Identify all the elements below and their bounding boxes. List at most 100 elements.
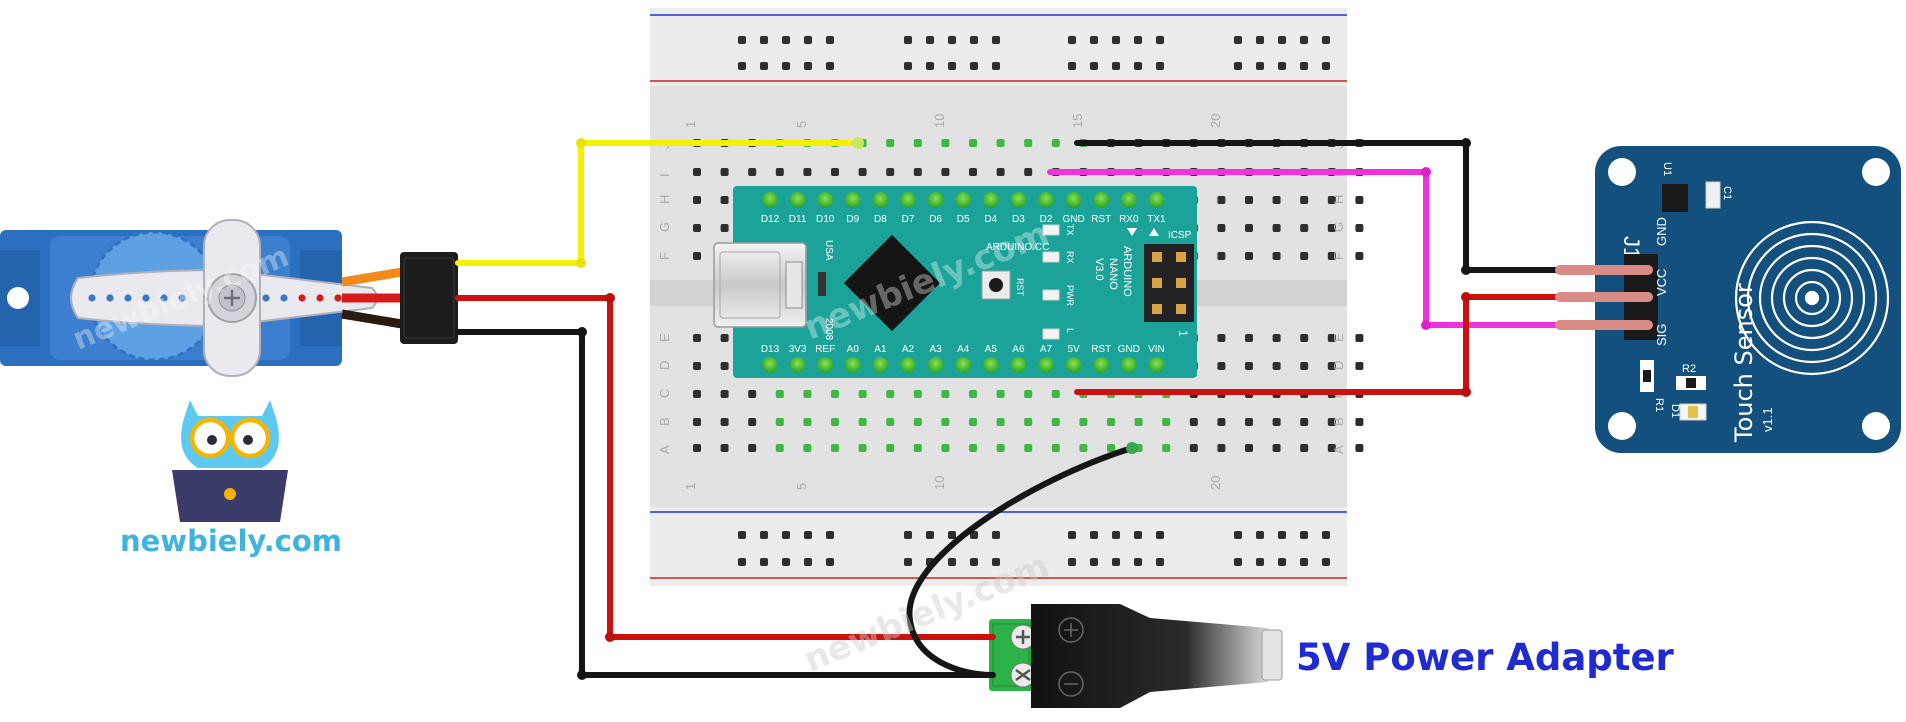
nano-board [733, 186, 1197, 378]
nano-rst-label: RST [1015, 278, 1025, 297]
nano-pin-label: D13 [761, 344, 780, 355]
owl-logo [172, 400, 288, 522]
horn-hole [298, 294, 306, 302]
breadboard-hole-used [1162, 444, 1171, 452]
led-tx-label: TX [1065, 224, 1075, 236]
breadboard-hole [1322, 531, 1330, 539]
nano-header-pins [762, 192, 1165, 373]
breadboard-hole-used [1024, 444, 1033, 452]
nano-pin [1120, 357, 1137, 373]
breadboard-hole [1355, 252, 1364, 260]
breadboard-hole [1327, 334, 1336, 342]
breadboard-hole-used [1024, 418, 1033, 426]
breadboard-hole [926, 36, 934, 44]
icsp-pin1-label: 1 [1176, 330, 1190, 337]
breadboard-hole [1256, 36, 1264, 44]
breadboard-hole [904, 62, 912, 70]
col-number: 5 [794, 121, 809, 128]
breadboard-hole [782, 62, 790, 70]
nano-year-label: 2008 [823, 318, 834, 341]
nano-pin [789, 357, 806, 373]
breadboard-hole-used [969, 444, 977, 452]
pin-label-gnd: GND [1654, 217, 1669, 246]
breadboard-hole-used [996, 418, 1005, 426]
nano-pin-label: D8 [874, 214, 887, 225]
breadboard-hole [693, 390, 701, 398]
breadboard-hole [760, 558, 768, 566]
breadboard-hole [1327, 224, 1336, 232]
nano-pin [762, 192, 778, 208]
touch-pad[interactable] [1734, 220, 1890, 376]
breadboard-hole-used [1051, 390, 1060, 398]
breadboard-hole [1090, 531, 1098, 539]
breadboard-hole [1300, 531, 1308, 539]
wire-servo-power [455, 295, 996, 640]
breadboard-hole [1272, 362, 1281, 370]
nano-pin-label: TX1 [1147, 214, 1166, 225]
breadboard-hole [693, 444, 701, 452]
horn-hole [178, 294, 186, 302]
breadboard-hole [1234, 558, 1242, 566]
breadboard-hole-used [1051, 444, 1060, 452]
nano-usa-label: USA [823, 240, 834, 261]
breadboard-hole [804, 531, 812, 539]
breadboard-hole-used [1024, 390, 1033, 398]
part-label: R1 [1653, 398, 1665, 412]
breadboard-hole [970, 62, 978, 70]
breadboard-hole [1272, 252, 1281, 260]
breadboard-hole [1327, 418, 1336, 426]
brand-text[interactable]: newbiely.com [119, 524, 342, 558]
nano-pin [1065, 192, 1082, 208]
breadboard-hole [1355, 418, 1364, 426]
servo-lead-brown [341, 309, 403, 329]
nano-pin [900, 357, 916, 373]
col-number: 20 [1208, 114, 1223, 128]
led-pwr-label: PWR [1065, 285, 1075, 306]
nano-brand-label: ARDUINO.CC [986, 242, 1049, 253]
breadboard-hole [693, 418, 701, 426]
breadboard-hole-used [775, 390, 784, 398]
nano-pin-label: A5 [985, 344, 998, 355]
nano-pin [817, 357, 834, 373]
breadboard-hole [760, 62, 768, 70]
breadboard-hole-used [996, 444, 1005, 452]
breadboard-hole-used [803, 418, 812, 426]
row-letter: H [1331, 195, 1346, 204]
breadboard-hole [1217, 418, 1226, 426]
breadboard-hole [1245, 224, 1253, 232]
breadboard-hole [720, 362, 729, 370]
nano-pin-label: A2 [902, 344, 915, 355]
reset-button-cap[interactable] [989, 278, 1003, 292]
breadboard-hole [1156, 62, 1164, 70]
breadboard-hole [1272, 334, 1281, 342]
capacitor-c1 [1705, 181, 1721, 209]
breadboard-hole [693, 334, 701, 342]
breadboard-hole [1156, 36, 1164, 44]
breadboard-hole-used [1134, 418, 1143, 426]
wire-sensor-ground [1074, 140, 1563, 273]
breadboard-hole-used [913, 139, 922, 147]
breadboard-hole [1355, 334, 1364, 342]
nano-pin [1010, 192, 1027, 208]
breadboard-hole [948, 558, 956, 566]
breadboard-hole [1327, 252, 1336, 260]
breadboard-hole-used [941, 444, 950, 452]
breadboard-hole [1234, 36, 1242, 44]
breadboard-hole-used [1162, 418, 1171, 426]
breadboard-hole [1134, 62, 1142, 70]
col-number: 10 [932, 476, 947, 490]
breadboard-hole [1112, 558, 1120, 566]
nano-pin [1093, 192, 1110, 208]
part-label: C1 [1721, 186, 1733, 200]
icsp-header [1144, 244, 1194, 322]
smd-part [818, 272, 826, 296]
breadboard-hole [1322, 62, 1330, 70]
led-l-label: L [1065, 328, 1075, 333]
breadboard-hole [1272, 418, 1281, 426]
col-number: 1 [683, 483, 698, 490]
breadboard-hole [1327, 196, 1336, 204]
breadboard-hole-used [969, 139, 977, 147]
breadboard-hole [738, 558, 746, 566]
nano-pin-label: D2 [1040, 214, 1053, 225]
